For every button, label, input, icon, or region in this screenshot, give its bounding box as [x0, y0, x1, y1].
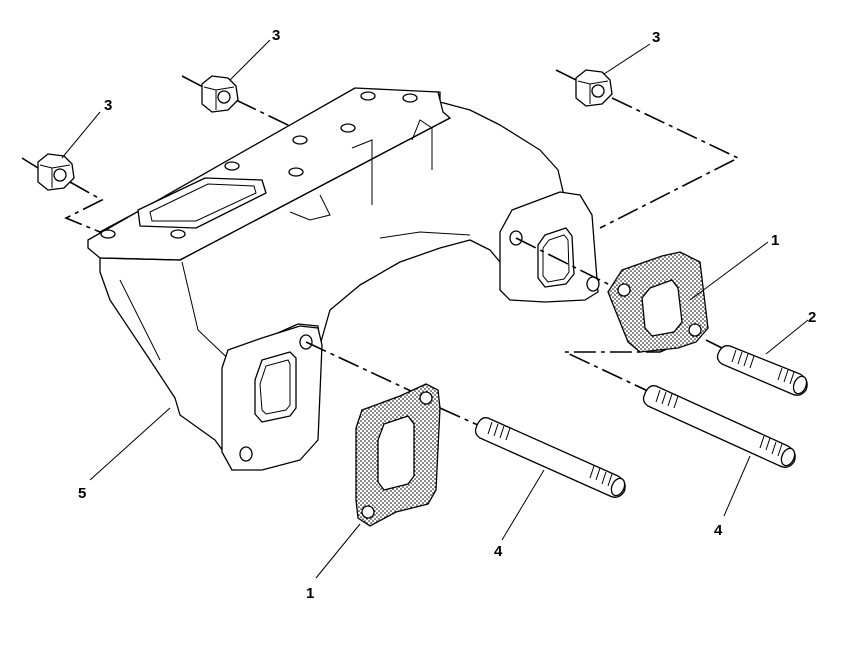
stud-right — [642, 385, 796, 468]
callout-stud-right: 4 — [714, 522, 723, 539]
callout-nut-middle: 3 — [272, 27, 280, 44]
gasket-front — [355, 383, 441, 527]
callout-stud-short: 2 — [808, 309, 816, 326]
callout-manifold: 5 — [78, 485, 86, 502]
flange-bolt-holes — [100, 91, 418, 239]
exhaust-manifold — [87, 87, 600, 471]
callout-stud-front: 4 — [494, 543, 503, 560]
gasket-right — [607, 251, 709, 353]
callout-nut-right: 3 — [652, 29, 660, 46]
stud-short — [716, 345, 808, 396]
hex-nut-right — [575, 69, 613, 107]
hex-nut-left — [37, 153, 75, 191]
callout-nut-left: 3 — [104, 97, 112, 114]
callout-gasket-front: 1 — [306, 585, 314, 602]
hex-nut-middle — [201, 75, 239, 113]
stud-front — [474, 417, 626, 498]
callout-labels: 3 3 3 1 2 5 4 4 1 — [78, 27, 816, 602]
callout-gasket-right: 1 — [771, 232, 779, 249]
leader-lines — [61, 39, 809, 579]
